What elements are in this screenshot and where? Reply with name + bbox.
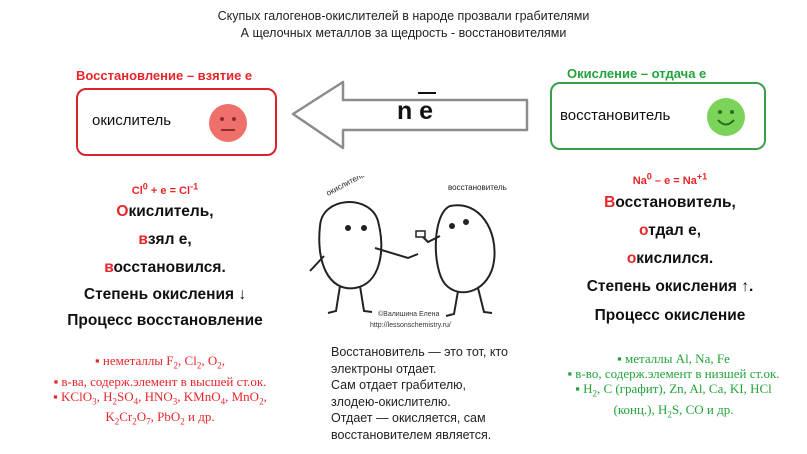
equation-text: Cl0 + e = Cl-1: [131, 181, 199, 197]
oxidizer-line-2: взял е,: [138, 231, 192, 248]
oxidizer-example-line: ▪ неметаллы F2, Cl2, O2,: [95, 353, 225, 371]
reducer-box-text: восстановитель: [560, 107, 671, 124]
verse-line: восстановителем является.: [331, 427, 492, 442]
header-line-1: Скупых галогенов-окислителей в народе пр…: [217, 9, 590, 23]
oxidizer-box-text: окислитель: [92, 112, 172, 129]
illustration-label-reducer: восстановитель: [448, 183, 507, 192]
oxidizer-examples: ▪ неметаллы F2, Cl2, O2, ▪ в-ва, содерж.…: [0, 353, 320, 430]
reducer-examples: ▪ металлы Al, Na, Fe ▪ в-во, содерж.элем…: [540, 351, 807, 422]
reducer-box: восстановитель: [550, 82, 766, 150]
neutral-face-drawing: [220, 117, 236, 131]
oxidizer-degree: Степень окисления ↓: [83, 286, 247, 303]
reducer-example-line: ▪ металлы Al, Na, Fe: [617, 351, 730, 366]
reduction-equation: Cl0 + e = Cl-1: [40, 181, 290, 199]
oxidizer-example-line: ▪ в-ва, содерж.элемент в высшей ст.ок.: [53, 373, 267, 389]
illustration-credit-author: ©Валишина Елена: [378, 310, 439, 318]
smiling-face-icon: [707, 98, 745, 136]
oxidation-label: Окисление – отдача е: [567, 66, 707, 81]
reducer-line-1: Восстановитель,: [604, 194, 736, 211]
oxidation-equation: Na0 – e = Na+1: [545, 171, 795, 189]
reduction-label: Восстановление – взятие е: [76, 68, 253, 83]
header-line-2: А щелочных металлов за щедрость - восста…: [240, 26, 567, 40]
reducer-line-3: окислился.: [626, 250, 714, 267]
oxidizer-example-line: K2Cr2O7, PbO2 и др.: [105, 409, 215, 427]
illustration-credit-url: http://lessonschemistry.ru/: [370, 322, 451, 329]
oxidizer-example-line: ▪ KClO3, H2SO4, HNO3, KMnO4, MnO2,: [53, 388, 267, 407]
oxidizer-line-3: восстановился.: [104, 259, 226, 276]
illustration-label-oxidizer: окислитель: [325, 176, 366, 198]
cartoon-illustration: окислитель восстановитель ©Валишина Елен…: [309, 176, 507, 329]
verse-line: Отдает — окисляется, сам: [331, 411, 486, 425]
reducer-example-line: ▪ в-во, содерж.элемент в низшей ст.ок.: [567, 366, 780, 381]
verse-line: электроны отдает.: [331, 361, 437, 376]
verse-line: злодею-окислителю.: [331, 394, 451, 409]
equation-text: Na0 – e = Na+1: [632, 171, 708, 187]
reducer-verse: Восстановитель — это тот, кто электроны …: [331, 344, 531, 443]
verse-line: Восстановитель — это тот, кто: [331, 345, 508, 359]
left-arrow-icon: [291, 80, 529, 150]
electron-count-label: n e: [396, 97, 434, 125]
smiling-face-drawing: [717, 110, 735, 126]
oxidizer-line-1: Окислитель,: [116, 203, 214, 220]
neutral-face-icon: [209, 104, 247, 142]
reducer-process: Процесс окисление: [594, 307, 746, 324]
oxidizer-box: окислитель: [76, 88, 277, 156]
reducer-example-line: (конц.), H2S, CO и др.: [613, 401, 734, 420]
reducer-degree: Степень окисления ↑.: [586, 278, 754, 295]
reducer-example-line: ▪ H2, C (графит), Zn, Al, Ca, KI, HCl: [575, 381, 772, 399]
oxidizer-process: Процесс восстановление: [67, 312, 263, 329]
verse-line: Сам отдает грабителю,: [331, 378, 467, 392]
reducer-line-2: отдал е,: [638, 222, 702, 239]
